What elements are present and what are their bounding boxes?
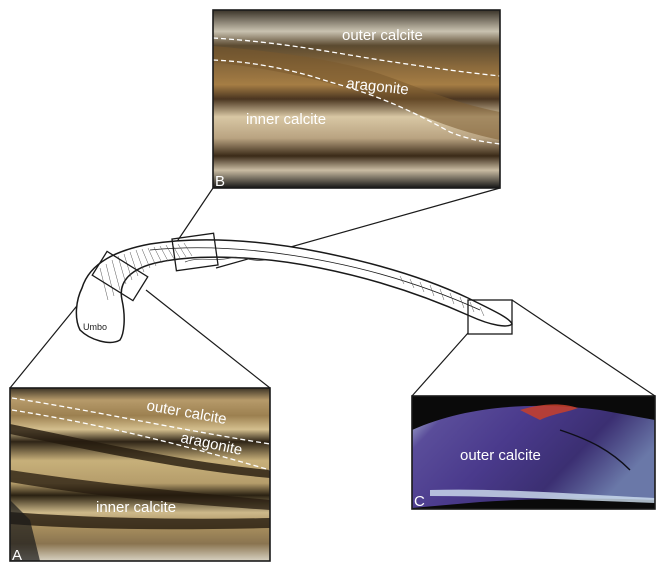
panel-a-micrograph [10, 388, 270, 561]
connector-c-right [512, 300, 655, 396]
connector-a-right [146, 290, 270, 388]
panel-c-letter: C [414, 493, 425, 510]
panel-b: outer calcite aragonite inner calcite B [213, 10, 500, 190]
connector-b-left [174, 188, 213, 246]
shell-drawing: Umbo [76, 240, 512, 343]
shell-outline [76, 240, 512, 343]
panel-a-letter: A [12, 547, 22, 564]
panel-b-letter: B [215, 173, 225, 190]
panel-a: outer calcite aragonite inner calcite A [10, 388, 270, 564]
umbo-label: Umbo [83, 322, 107, 332]
panel-c: outer calcite C [412, 396, 655, 510]
panel-a-inner-label: inner calcite [96, 499, 176, 516]
panel-b-outer-label: outer calcite [342, 27, 423, 44]
panel-c-outer-label: outer calcite [460, 447, 541, 464]
connector-c-left [412, 333, 468, 396]
panel-b-inner-label: inner calcite [246, 111, 326, 128]
